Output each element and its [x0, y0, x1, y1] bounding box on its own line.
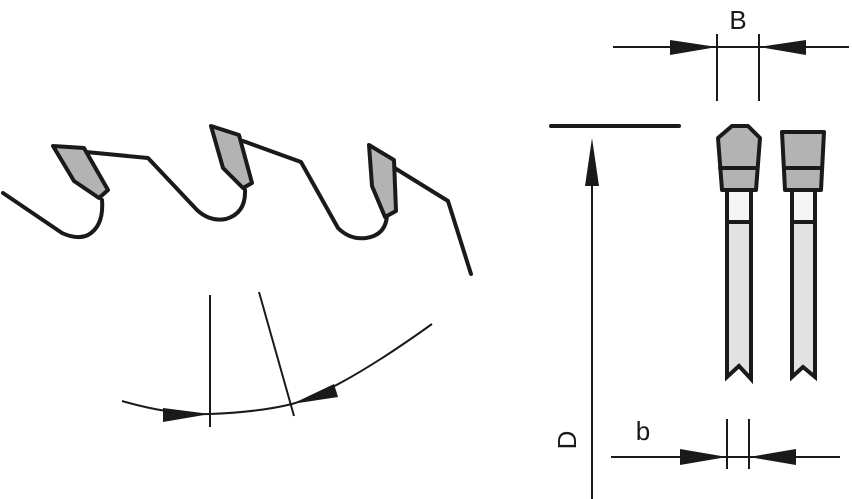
thickness-label: b [636, 416, 650, 446]
diameter-label: D [552, 431, 582, 450]
kerf-arrow-right [759, 40, 806, 55]
blade-teeth-profile [1, 124, 473, 276]
profile-1-shoulder [725, 188, 753, 224]
tooth-1-carbide-tip [51, 144, 110, 200]
tooth-3-carbide-tip [367, 143, 398, 219]
profile-1-body [725, 220, 753, 385]
profile-2-shoulder [790, 188, 817, 224]
diameter-dimension: D [549, 124, 681, 499]
profile-2-carbide-tip [780, 130, 826, 192]
profile-1-carbide-tip [716, 124, 762, 192]
blade-thickness-dimension: b [611, 416, 840, 469]
tooth-profile-chamfered [716, 124, 762, 385]
thickness-arrow-left [680, 449, 727, 465]
pitch-dimension [121, 291, 433, 427]
pitch-arc [121, 323, 433, 416]
diameter-arrow [585, 138, 599, 186]
kerf-width-dimension: B [613, 5, 849, 101]
kerf-arrow-left [670, 40, 717, 55]
kerf-label: B [729, 5, 746, 35]
tooth-profile-flat [780, 130, 826, 382]
pitch-arrow-right [292, 384, 338, 404]
thickness-arrow-right [749, 449, 796, 465]
pitch-arrow-left [163, 408, 210, 422]
blade-outline [1, 139, 473, 276]
profile-2-body [790, 220, 817, 382]
radial-line-2 [258, 291, 295, 417]
tooth-2-carbide-tip [209, 124, 254, 190]
